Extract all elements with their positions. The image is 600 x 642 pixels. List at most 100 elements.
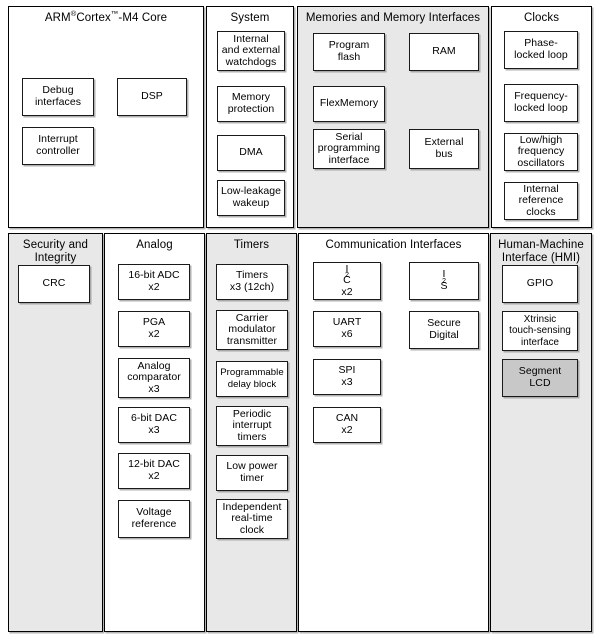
block-label-line: Memory (231, 91, 271, 104)
block-segment-lcd[interactable]: Segment LCD (502, 359, 578, 397)
block-label-line: interface (520, 336, 560, 348)
block-uart[interactable]: UART x6 (313, 311, 381, 347)
block-label-line: comparator (127, 371, 181, 384)
block-label-line: x2 (341, 285, 353, 298)
block-label-line: UART (332, 316, 362, 329)
panel-title-system: System (207, 12, 293, 25)
block-label-line: 16-bit ADC (128, 269, 180, 282)
block-label-line: x3 (341, 376, 353, 388)
block-pga[interactable]: PGA x2 (118, 311, 190, 347)
block-label-line: touch-sensing (509, 325, 571, 337)
block-label-line: Debug (42, 84, 74, 97)
block-debug-interfaces-text: Debug interfaces (22, 78, 94, 116)
block-independent-real-time-clock[interactable]: Independent real-time clock (216, 499, 288, 539)
block-low-high-frequency-oscillators[interactable]: Low/high frequency oscillators (504, 133, 578, 171)
block-label-line: Low/high (519, 133, 563, 146)
block-label-line: x6 (341, 328, 353, 340)
block-memory-protection[interactable]: Memory protection (217, 86, 285, 122)
block-label-line: GPIO (526, 277, 554, 290)
panel-title-line: Memories and Memory Interfaces (305, 12, 481, 24)
block-flexmemory[interactable]: FlexMemory (313, 86, 385, 122)
block-crc[interactable]: CRC (18, 265, 90, 303)
block-secure-digital[interactable]: Secure Digital (409, 311, 479, 349)
block-serial-programming-interface[interactable]: Serial programming interface (313, 129, 385, 169)
block-voltage-reference[interactable]: Voltage reference (118, 500, 190, 538)
block-programmable-delay-block[interactable]: Programmable delay block (216, 361, 288, 397)
block-label-line: bus (435, 148, 453, 160)
block-label-line: FlexMemory (319, 97, 379, 110)
panel-title-memories: Memories and Memory Interfaces (298, 12, 488, 25)
block-phase-locked-loop[interactable]: Phase- locked loop (504, 31, 578, 69)
block-ram[interactable]: RAM (409, 33, 479, 71)
block-label-line: Independent (222, 500, 282, 513)
block-label-line: controller (36, 145, 80, 157)
block-label-line: DSP (141, 90, 163, 103)
block-label-line: interrupt (232, 419, 272, 432)
block-label-line: flash (337, 51, 361, 63)
block-label-line: CRC (42, 277, 66, 290)
block-dma[interactable]: DMA (217, 135, 285, 171)
block-carrier-modulator-transmitter[interactable]: Carrier modulator transmitter (216, 310, 288, 350)
block-label-line: Internal (523, 182, 559, 195)
block-label-line: x3 (148, 424, 160, 436)
block-internal-reference-clocks[interactable]: Internal reference clocks (504, 182, 578, 220)
block-watchdogs[interactable]: Internal and external watchdogs (217, 31, 285, 71)
block-dac-6bit[interactable]: 6-bit DAC x3 (118, 407, 190, 443)
panel-arm-core: ARM®Cortex™-M4 Core (8, 6, 204, 228)
block-label-line: watchdogs (225, 55, 277, 68)
block-dsp[interactable]: DSP (117, 78, 187, 116)
panel-title-line: Core (141, 12, 168, 24)
block-label-line: x2 (148, 470, 160, 482)
block-timers[interactable]: Timers x3 (12ch) (216, 264, 288, 300)
block-label-line: CAN (335, 412, 359, 425)
block-label-line: delay block (227, 379, 277, 390)
block-label-line: interface (328, 153, 370, 166)
block-label-line: reference (131, 518, 177, 530)
block-label-line: x3 (12ch) (229, 281, 275, 293)
block-label-line: Digital (429, 329, 459, 341)
panel-title-line: ARM®Cortex™-M4 (44, 9, 139, 24)
block-label-line: clock (239, 523, 265, 536)
block-low-leakage-wakeup[interactable]: Low-leakage wakeup (217, 180, 285, 216)
block-label-line: x3 (148, 382, 160, 395)
block-analog-comparator[interactable]: Analog comparator x3 (118, 358, 190, 398)
block-label-line: x2 (341, 424, 353, 436)
block-gpio[interactable]: GPIO (502, 265, 578, 303)
block-label-line: x2 (148, 328, 160, 340)
block-debug-interfaces[interactable] (22, 78, 94, 116)
block-periodic-interrupt-timers[interactable]: Periodic interrupt timers (216, 406, 288, 446)
block-label-line: Frequency- (514, 90, 568, 103)
block-label-line: frequency (517, 145, 565, 158)
block-low-power-timer[interactable]: Low power timer (216, 455, 288, 491)
block-program-flash[interactable]: Program flash (313, 33, 385, 71)
block-adc-16bit[interactable]: 16-bit ADC x2 (118, 264, 190, 300)
panel-title-arm-core: ARM®Cortex™-M4 Core (9, 9, 203, 25)
block-label-line: locked loop (514, 49, 568, 61)
block-can[interactable]: CAN x2 (313, 407, 381, 443)
block-dac-12bit[interactable]: 12-bit DAC x2 (118, 453, 190, 489)
block-frequency-locked-loop[interactable]: Frequency- locked loop (504, 84, 578, 122)
block-label-line: Low power (226, 460, 278, 473)
block-label-line: Segment (518, 365, 562, 378)
block-label-line: RAM (432, 45, 456, 58)
block-interrupt-controller[interactable]: Interrupt controller (22, 127, 94, 165)
panel-title-human-machine-interface: Human-Machine Interface (HMI) (491, 239, 591, 264)
panel-title-line: Human-Machine (498, 239, 584, 251)
panel-title-communication-interfaces: Communication Interfaces (299, 239, 488, 252)
block-spi[interactable]: SPI x3 (313, 359, 381, 395)
block-external-bus[interactable]: External bus (409, 129, 479, 169)
block-label-line: Serial (335, 130, 363, 143)
block-label-line: real-time (231, 512, 273, 525)
panel-title-security-and-integrity: Security and Integrity (9, 239, 102, 264)
block-label-line: oscillators (517, 156, 565, 169)
panel-title-line: Analog (136, 239, 173, 251)
block-label-line: Voltage (136, 506, 172, 519)
block-xtrinsic-touch-sensing-interface[interactable]: Xtrinsic touch-sensing interface (502, 311, 578, 351)
block-label-line: PGA (142, 316, 166, 329)
panel-title-line: Clocks (523, 12, 560, 24)
